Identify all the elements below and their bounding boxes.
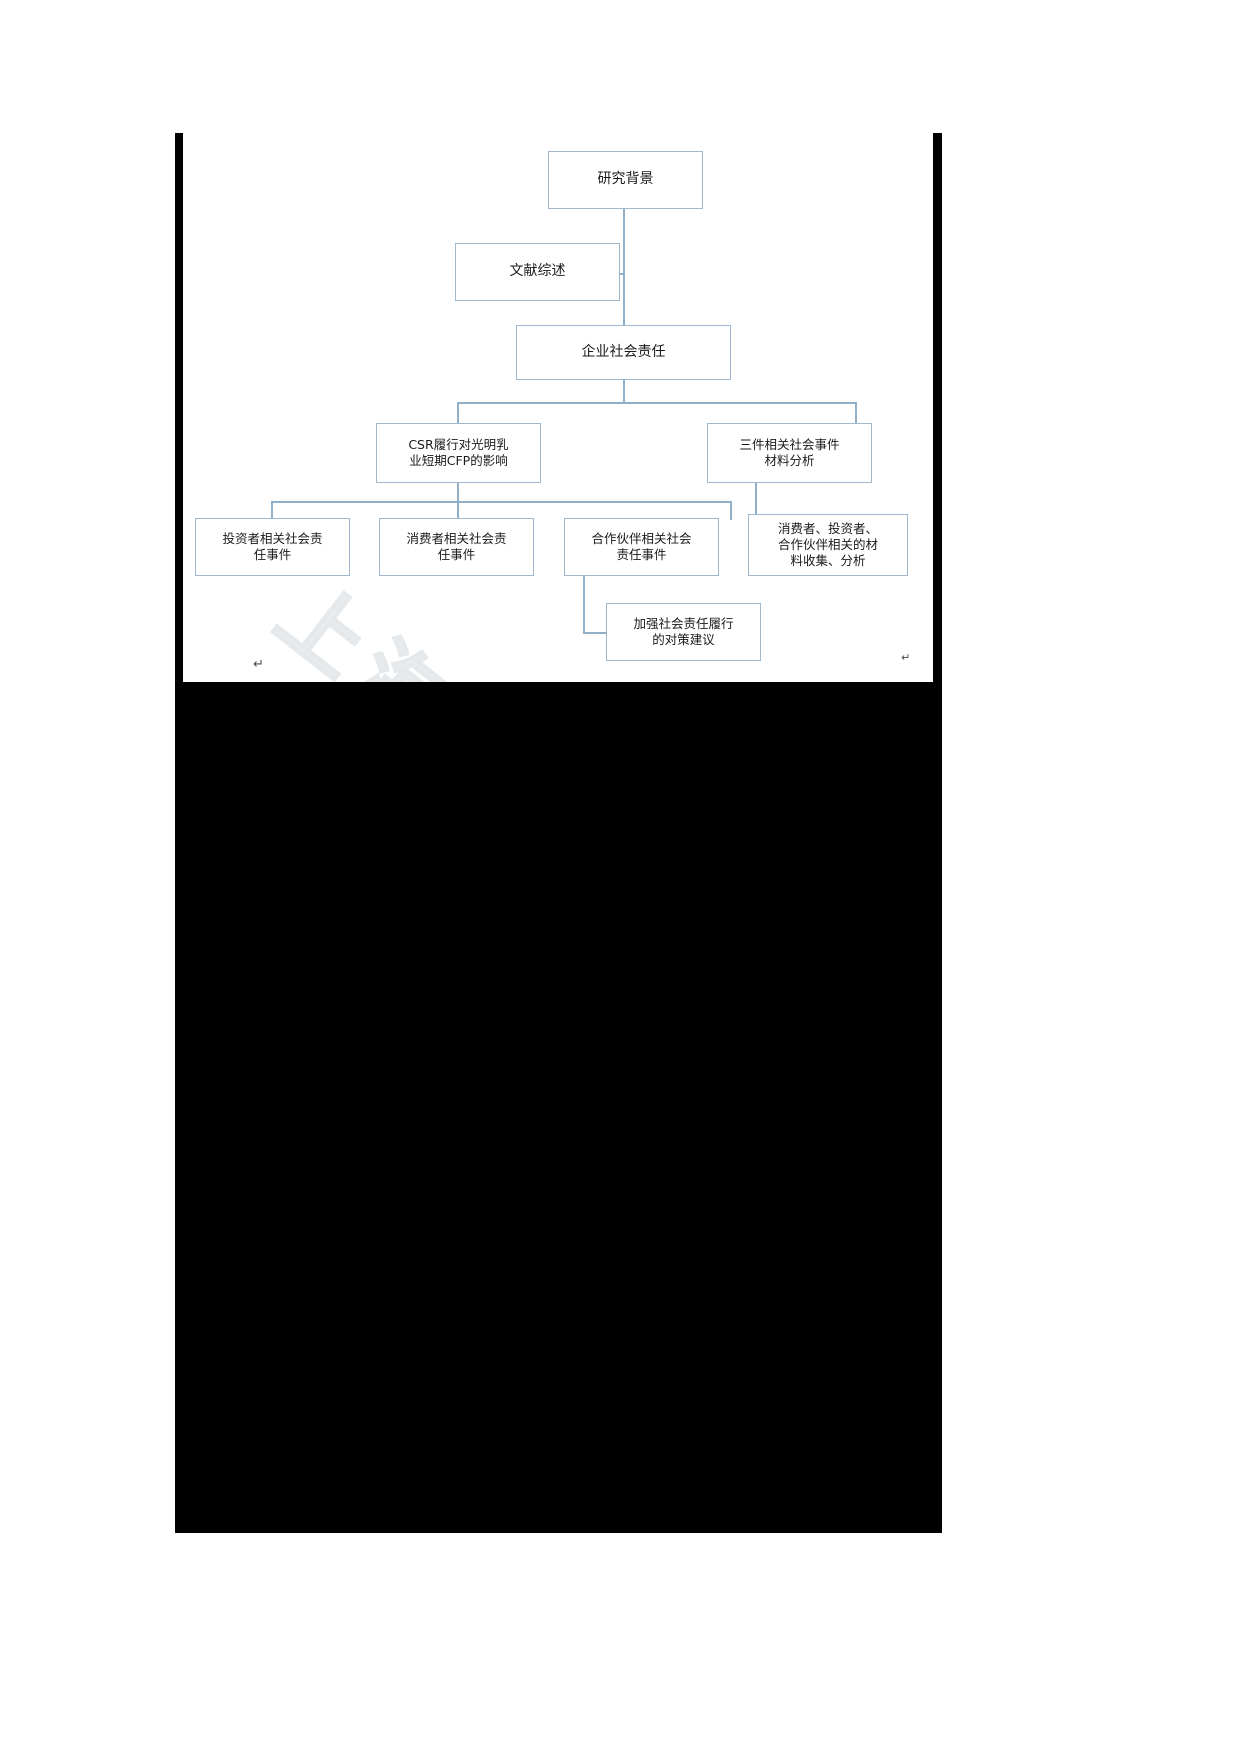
node-label-line-1: 消费者相关社会责: [406, 531, 507, 546]
node-investor-related-csr-events[interactable]: 投资者相关社会责 任事件: [195, 518, 350, 576]
connector-n4-to-n7: [457, 501, 459, 520]
node-label-line-3: 料收集、分析: [790, 553, 866, 568]
node-label: 研究背景: [597, 171, 654, 188]
connector-n4-stem: [457, 481, 459, 502]
pilcrow-mark-left: ↵: [253, 657, 264, 672]
node-label-line-2: 材料分析: [764, 453, 815, 468]
connector-n4-split-bar: [271, 501, 731, 503]
node-label-line-1: 合作伙伴相关社会: [591, 531, 692, 546]
node-label: 企业社会责任: [581, 343, 666, 360]
node-literature-review[interactable]: 文献综述: [455, 243, 620, 301]
paper-area: 上海理工学院: [183, 133, 933, 682]
connector-n2-n3-vertical: [623, 273, 625, 329]
connector-n3-to-n5: [855, 402, 857, 428]
node-label-line-2: 的对策建议: [652, 632, 715, 647]
connector-n3-split-bar: [457, 402, 856, 404]
pilcrow-mark-right: ↵: [901, 651, 911, 664]
node-research-background[interactable]: 研究背景: [548, 151, 703, 209]
node-label: 文献综述: [509, 263, 566, 280]
node-label-line-2: 合作伙伴相关的材: [777, 537, 878, 552]
node-label-line-1: 加强社会责任履行: [633, 616, 734, 631]
node-stakeholder-material-collection-analysis[interactable]: 消费者、投资者、 合作伙伴相关的材 料收集、分析: [748, 514, 908, 576]
connector-n1-n2-vertical: [623, 208, 625, 274]
node-three-social-events-material-analysis[interactable]: 三件相关社会事件 材料分析: [707, 423, 872, 483]
connector-n8-to-n10-vertical: [583, 575, 585, 633]
connector-n4-to-n8: [730, 501, 732, 520]
connector-n8-to-n10-horizontal: [583, 632, 607, 634]
node-label-line-2: 业短期CFP的影响: [409, 453, 508, 468]
node-label-line-1: 投资者相关社会责: [222, 531, 323, 546]
connector-n4-to-n6: [271, 501, 273, 520]
node-corporate-social-responsibility[interactable]: 企业社会责任: [516, 325, 731, 380]
node-label-line-1: 三件相关社会事件: [739, 437, 840, 452]
node-label-line-2: 任事件: [253, 547, 292, 562]
node-label-line-1: 消费者、投资者、: [777, 521, 878, 536]
connector-n3-to-n4: [457, 402, 459, 428]
connector-n3-stem: [623, 377, 625, 403]
node-recommendations-to-strengthen-csr[interactable]: 加强社会责任履行 的对策建议: [606, 603, 761, 661]
node-partner-related-csr-events[interactable]: 合作伙伴相关社会 责任事件: [564, 518, 719, 576]
node-consumer-related-csr-events[interactable]: 消费者相关社会责 任事件: [379, 518, 534, 576]
node-label-line-2: 责任事件: [616, 547, 667, 562]
node-label-line-2: 任事件: [437, 547, 476, 562]
node-csr-impact-on-short-term-cfp[interactable]: CSR履行对光明乳 业短期CFP的影响: [376, 423, 541, 483]
flowchart: 研究背景 文献综述 企业社会责任 CSR履行对光明乳 业短期CFP的影响 三件相…: [183, 133, 933, 682]
node-label-line-1: CSR履行对光明乳: [408, 437, 509, 452]
